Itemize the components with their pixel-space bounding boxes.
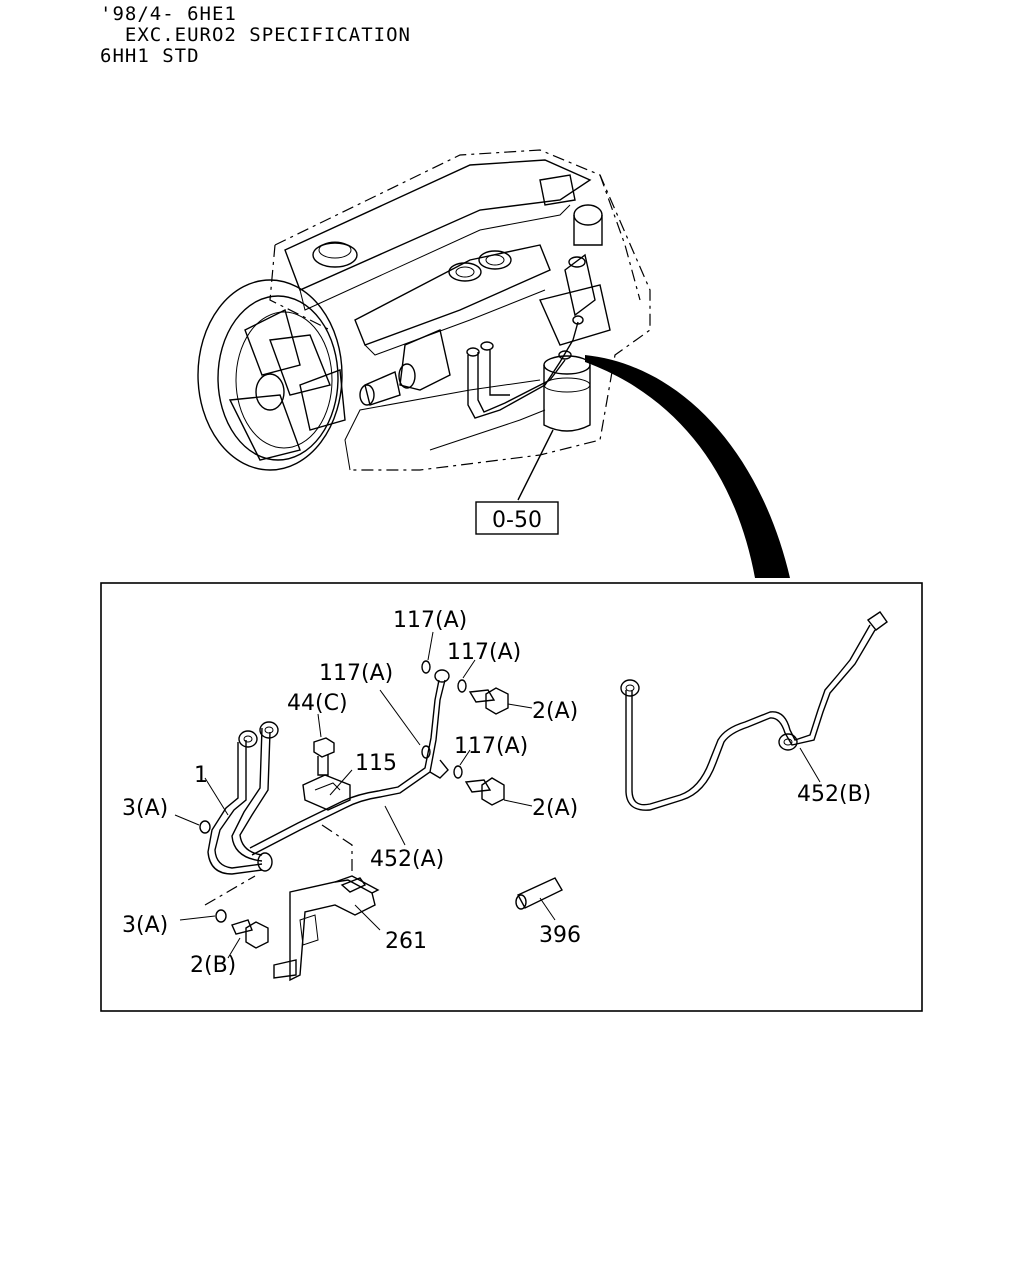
eyebolt-2a-lower[interactable] <box>464 777 505 806</box>
label-2a-lower: 2(A) <box>532 796 578 821</box>
washer-117a-right[interactable] <box>457 679 467 693</box>
label-115: 115 <box>355 751 397 776</box>
washer-3a-upper[interactable] <box>199 820 211 834</box>
eyebolt-2a-upper[interactable] <box>468 687 509 715</box>
label-452b: 452(B) <box>797 782 871 807</box>
washer-117a-left[interactable] <box>421 745 431 759</box>
label-3a-lower: 3(A) <box>122 913 168 938</box>
bolt-2b[interactable] <box>231 919 269 949</box>
bracket-261[interactable] <box>273 875 380 982</box>
reference-box[interactable]: 0-50 <box>475 501 559 535</box>
label-117a-right: 117(A) <box>447 640 521 665</box>
washer-117a-top[interactable] <box>421 660 431 674</box>
pipe-452b[interactable] <box>620 611 888 811</box>
label-2b: 2(B) <box>190 953 236 978</box>
reference-box-label: 0-50 <box>492 508 542 533</box>
header-line-2: EXC.EURO2 SPECIFICATION <box>100 24 411 46</box>
header-line-3: 6HH1 STD <box>100 45 200 67</box>
washer-3a-lower[interactable] <box>215 909 227 923</box>
detail-pointer <box>585 355 790 578</box>
header-line-1: '98/4- 6HE1 <box>100 3 237 25</box>
label-3a-upper: 3(A) <box>122 796 168 821</box>
engine-illustration <box>197 149 651 501</box>
label-117a-top: 117(A) <box>393 608 467 633</box>
bolt-44c[interactable] <box>313 737 335 776</box>
washer-117a-lower[interactable] <box>453 765 463 779</box>
pipe-1[interactable] <box>207 721 279 875</box>
label-396: 396 <box>539 923 581 948</box>
detail-frame <box>100 582 923 1012</box>
label-44c: 44(C) <box>287 691 348 716</box>
label-2a-upper: 2(A) <box>532 699 578 724</box>
label-117a-left: 117(A) <box>319 661 393 686</box>
sleeve-396[interactable] <box>515 877 563 910</box>
label-261: 261 <box>385 929 427 954</box>
pipe-452a[interactable] <box>249 669 450 856</box>
label-117a-lower: 117(A) <box>454 734 528 759</box>
label-1: 1 <box>194 763 208 788</box>
label-452a: 452(A) <box>370 847 444 872</box>
